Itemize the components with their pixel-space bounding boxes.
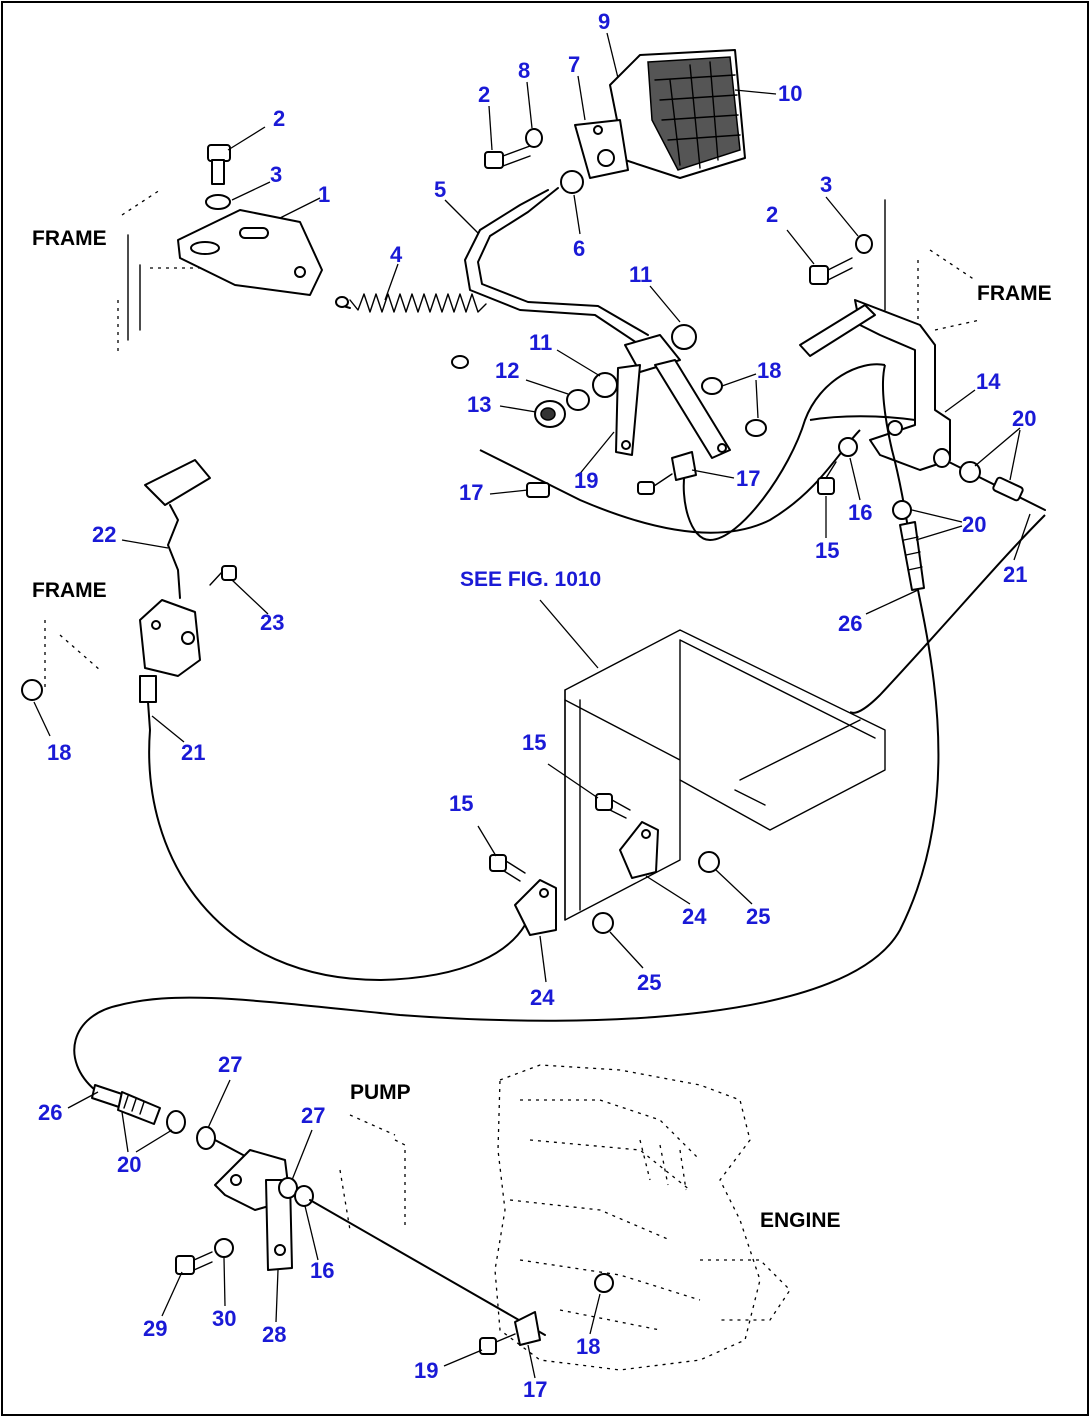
- callout-9: 9: [598, 9, 610, 34]
- frame-label-top-left: FRAME: [32, 227, 107, 250]
- plate-part-1: [177, 209, 323, 296]
- callout-10: 10: [778, 81, 802, 106]
- callout-17: 17: [523, 1377, 547, 1402]
- callout-22: 22: [92, 522, 116, 547]
- callout-21: 21: [181, 740, 205, 765]
- engine-sketch: [494, 1064, 791, 1371]
- callout-24: 24: [530, 985, 555, 1010]
- bolt-part-2-pedal: [484, 128, 543, 169]
- callout-23: 23: [260, 610, 284, 635]
- callout-11: 11: [529, 330, 552, 355]
- callout-6: 6: [573, 236, 585, 261]
- callout-27: 27: [301, 1103, 325, 1128]
- callout-5: 5: [434, 177, 446, 202]
- frame-mount-lower-left: [44, 620, 101, 690]
- pump-label: PUMP: [350, 1081, 411, 1104]
- callout-19: 19: [414, 1358, 438, 1383]
- callout-24: 24: [682, 904, 707, 929]
- bolts-parts-29-30-19: [175, 1238, 614, 1355]
- callout-18: 18: [576, 1334, 600, 1359]
- callout-28: 28: [262, 1322, 286, 1347]
- spring-part-4: [335, 293, 487, 369]
- cable-end-parts-20-21-upper: [892, 448, 1046, 611]
- callout-27: 27: [218, 1052, 242, 1077]
- callout-26: 26: [38, 1100, 62, 1125]
- callout-20: 20: [1012, 406, 1036, 431]
- bushing-parts-11-12-13: [534, 324, 697, 428]
- callout-2: 2: [478, 82, 490, 107]
- cable-upper: [479, 363, 916, 542]
- engine-label: ENGINE: [760, 1209, 841, 1232]
- callout-15: 15: [522, 730, 546, 755]
- bolt-part-2-right: [809, 234, 873, 285]
- bolt-part-23: [209, 565, 237, 586]
- callout-15: 15: [449, 791, 473, 816]
- callout-3: 3: [270, 162, 282, 187]
- frame-box: [564, 629, 886, 921]
- rod-lower: [309, 1199, 546, 1346]
- callout-29: 29: [143, 1316, 167, 1341]
- arm-part-5: [464, 170, 731, 459]
- callout-17: 17: [736, 466, 760, 491]
- word-labels: FRAME FRAME FRAME PUMP ENGINE SEE FIG. 1…: [32, 227, 1052, 1232]
- callout-25: 25: [637, 970, 661, 995]
- frame-label-right: FRAME: [977, 282, 1052, 305]
- callout-30: 30: [212, 1306, 236, 1331]
- lever-part-28: [214, 1149, 293, 1271]
- bolt-part-15-16-upper: [817, 437, 858, 495]
- leader-lines: [33, 32, 1031, 1379]
- washers-part-18-upper: [701, 377, 767, 437]
- callouts: 1 2 3 4 2 8 7 9 10 5 6 3 2 11 11 12 13 1…: [38, 9, 1036, 1402]
- callout-19: 19: [574, 468, 598, 493]
- see-fig-reference: SEE FIG. 1010: [460, 568, 601, 591]
- frame-mount-right: [884, 199, 981, 331]
- nuts-part-25: [592, 851, 720, 934]
- callout-14: 14: [976, 369, 1001, 394]
- nut-part-18-left: [21, 679, 43, 701]
- cable-long: [73, 514, 1046, 1091]
- bolts-part-15-lower: [489, 793, 631, 882]
- callout-12: 12: [495, 358, 519, 383]
- callout-11: 11: [629, 262, 652, 287]
- callout-13: 13: [467, 392, 491, 417]
- pedal-part-10: [609, 49, 746, 179]
- callout-18: 18: [47, 740, 71, 765]
- callout-16: 16: [310, 1258, 334, 1283]
- callout-2: 2: [766, 202, 778, 227]
- clamps-part-24: [514, 821, 659, 936]
- callout-20: 20: [117, 1152, 141, 1177]
- bolt-part-2-top-left: [205, 144, 231, 210]
- pedal-bracket-part-7: [574, 119, 629, 179]
- callout-17: 17: [459, 480, 483, 505]
- callout-15: 15: [815, 538, 839, 563]
- callout-21: 21: [1003, 562, 1027, 587]
- lever-part-22: [139, 459, 211, 731]
- pump-mount: [339, 1114, 406, 1231]
- bracket-part-14: [799, 299, 951, 471]
- callout-7: 7: [568, 52, 580, 77]
- callout-20: 20: [962, 512, 986, 537]
- callout-16: 16: [848, 500, 872, 525]
- callout-18: 18: [757, 358, 781, 383]
- callout-8: 8: [518, 58, 530, 83]
- callout-26: 26: [838, 611, 862, 636]
- callout-1: 1: [318, 182, 330, 207]
- callout-4: 4: [390, 242, 403, 267]
- callout-25: 25: [746, 904, 770, 929]
- washers-part-27-16: [278, 1177, 314, 1207]
- frame-label-left: FRAME: [32, 579, 107, 602]
- callout-3: 3: [820, 172, 832, 197]
- clamp-part-17-upper: [526, 451, 697, 498]
- callout-2: 2: [273, 106, 285, 131]
